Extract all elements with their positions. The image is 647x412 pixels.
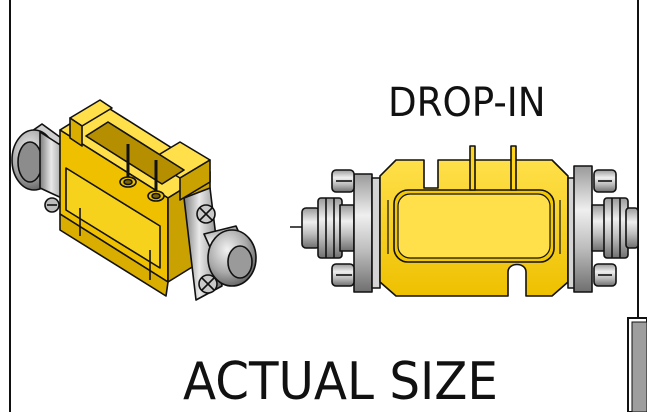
isometric-drop-in-component xyxy=(11,99,257,301)
right-connector-top xyxy=(567,165,639,293)
feedthrough-pins-top xyxy=(469,145,517,191)
left-connector-top xyxy=(301,169,381,293)
feedthrough-pins-iso xyxy=(119,144,165,202)
partial-panel xyxy=(627,317,647,412)
right-connector-iso xyxy=(183,187,257,301)
drop-in-label: DROP-IN xyxy=(388,80,546,126)
left-connector-iso xyxy=(11,123,69,213)
actual-size-label: ACTUAL SIZE xyxy=(183,352,498,412)
gold-housing-top xyxy=(379,159,569,297)
top-view-drop-in-component xyxy=(290,145,639,297)
